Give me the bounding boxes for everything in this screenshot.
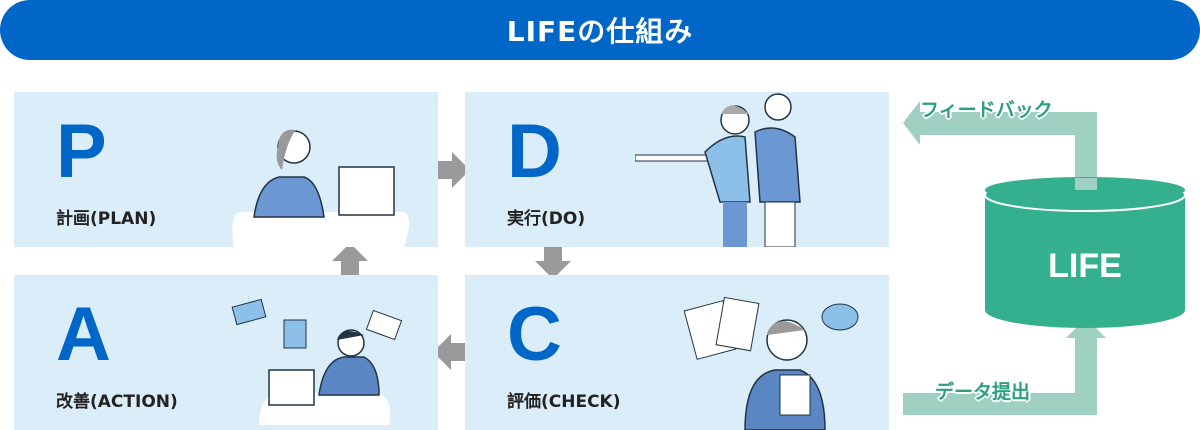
action-box: A 改善(ACTION)	[14, 275, 438, 430]
title-banner: LIFEの仕組み	[0, 0, 1200, 60]
check-label: 評価(CHECK)	[507, 392, 621, 412]
action-letter: A	[56, 292, 111, 377]
plan-letter: P	[56, 109, 107, 194]
life-database-icon	[984, 177, 1186, 328]
arrow-do-to-check	[535, 247, 571, 279]
do-box: D 実行(DO)	[465, 92, 889, 247]
caregiver-assisting-elderly-illustration	[635, 93, 801, 247]
arrow-check-to-action	[433, 334, 465, 370]
do-letter: D	[507, 109, 562, 194]
feedback-label: フィードバック	[920, 99, 1053, 121]
arrow-plan-to-do	[438, 152, 470, 188]
page-title: LIFEの仕組み	[506, 15, 694, 48]
staff-evaluating-illustration	[683, 296, 859, 430]
do-label: 実行(DO)	[507, 209, 586, 229]
feedback-arrow	[903, 101, 1097, 190]
action-label: 改善(ACTION)	[56, 392, 178, 412]
data-submit-label: データ提出	[935, 381, 1031, 403]
arrow-action-to-plan	[332, 243, 368, 275]
plan-label: 計画(PLAN)	[56, 209, 157, 229]
check-box: C 評価(CHECK)	[465, 275, 889, 430]
plan-box: P 計画(PLAN)	[14, 92, 438, 247]
woman-at-computer-illustration	[232, 129, 409, 247]
life-label: LIFE	[1048, 247, 1122, 285]
check-letter: C	[507, 292, 562, 377]
man-at-computer-illustration	[231, 298, 403, 425]
